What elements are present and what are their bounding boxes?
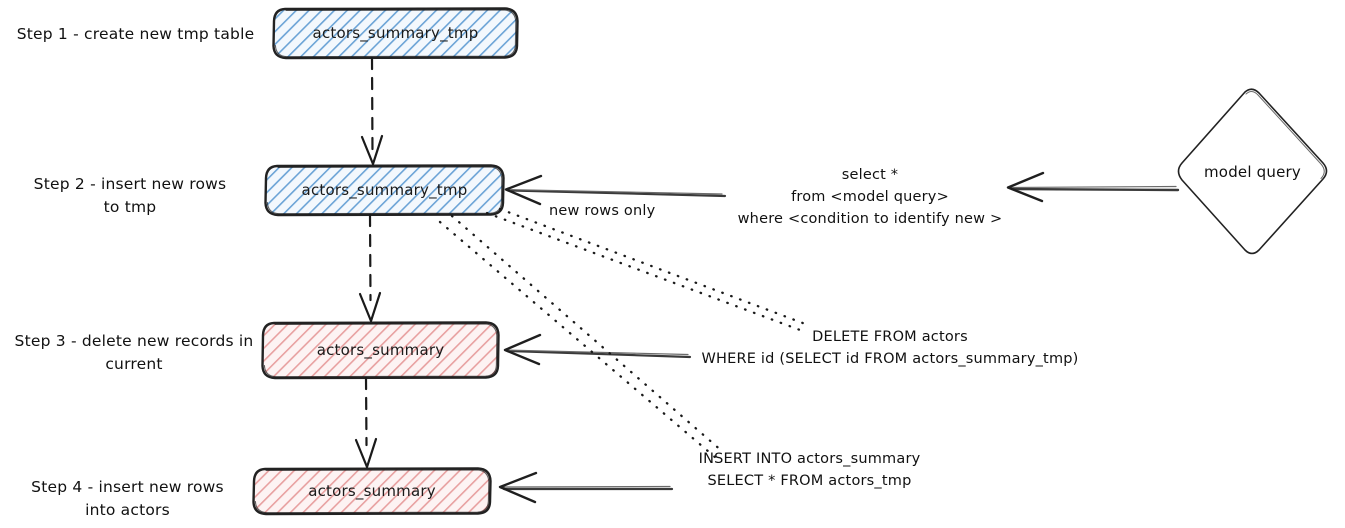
arrow-new-rows-only [504, 174, 727, 206]
node-step2-box[interactable] [264, 164, 505, 217]
node-model-query-label: model query [1204, 163, 1301, 181]
arrow-model-query-to-sql [1006, 171, 1180, 203]
step-label-2: Step 2 - insert new rows to tmp [33, 175, 227, 216]
node-step3-box[interactable] [261, 321, 500, 380]
edge-label-delete-sql: DELETE FROM actors WHERE id (SELECT id F… [701, 329, 1079, 367]
edge-label-insert-sql: INSERT INTO actors_summary SELECT * FROM… [698, 451, 921, 489]
flow-arrow-step3-to-step4 [354, 376, 378, 469]
flow-arrow-step1-to-step2 [360, 56, 384, 166]
dotted-link-step2-to-insert-sql [438, 214, 725, 460]
step-label-3: Step 3 - delete new records in current [14, 332, 254, 373]
edge-label-model-query-sql: select * from <model query> where <condi… [737, 167, 1003, 227]
step-label-1: Step 1 - create new tmp table [16, 25, 255, 43]
flow-arrow-step2-to-step3 [358, 213, 382, 323]
edge-label-new-rows-only: new rows only [549, 203, 656, 219]
arrow-delete-to-step3 [503, 333, 692, 366]
arrow-insert-to-step4 [498, 471, 674, 504]
node-model-query-diamond[interactable] [1177, 88, 1328, 255]
node-step4-box[interactable] [252, 467, 492, 516]
node-step1-box[interactable] [272, 7, 519, 60]
step-label-4: Step 4 - insert new rows into actors [31, 478, 224, 519]
